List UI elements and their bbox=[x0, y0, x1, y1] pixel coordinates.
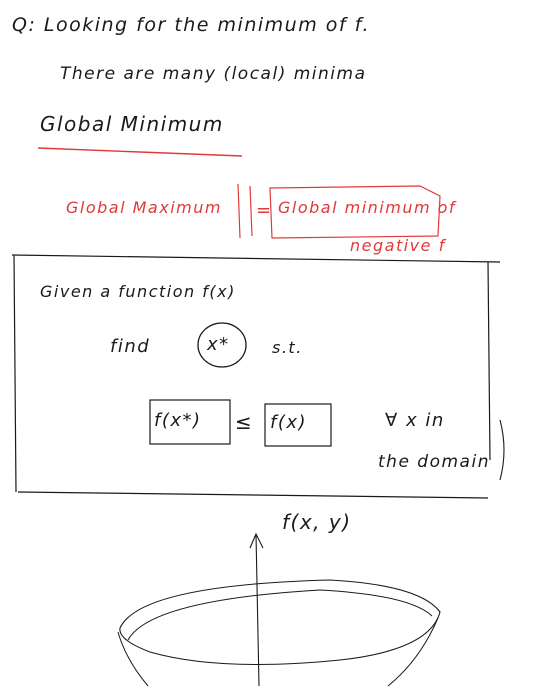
x-star-label: x* bbox=[207, 334, 230, 355]
negative-f-label: negative f bbox=[350, 236, 446, 255]
fxy-axis-label: f(x, y) bbox=[282, 510, 352, 534]
question-line: Q: Looking for the minimum of f. bbox=[12, 14, 370, 36]
such-that-label: s.t. bbox=[272, 338, 303, 357]
x-star-circle bbox=[197, 322, 247, 368]
global-maximum-label: Global Maximum bbox=[66, 198, 222, 217]
fx-star-box bbox=[149, 399, 231, 445]
leq-sign: ≤ bbox=[235, 410, 254, 434]
equals-sign: = bbox=[256, 200, 273, 221]
global-minimum-heading: Global Minimum bbox=[40, 112, 224, 136]
fx-box bbox=[264, 403, 332, 447]
bowl-side bbox=[117, 617, 439, 687]
global-max-bracket bbox=[237, 183, 253, 239]
bowl-inner bbox=[127, 589, 433, 641]
fx-label: f(x) bbox=[270, 412, 308, 433]
heading-underline bbox=[37, 147, 243, 157]
local-minima-line: There are many (local) minima bbox=[60, 64, 367, 84]
global-min-box bbox=[269, 185, 441, 239]
domain-line: the domain bbox=[378, 452, 490, 472]
definition-frame bbox=[11, 254, 501, 499]
find-label: find bbox=[110, 336, 151, 357]
bowl-surface bbox=[119, 579, 441, 666]
forall-line: ∀ x in bbox=[385, 410, 445, 431]
global-min-of-label: Global minimum of bbox=[278, 198, 457, 217]
domain-bracket bbox=[499, 419, 505, 481]
fx-star-label: f(x*) bbox=[154, 410, 202, 431]
axis-line bbox=[249, 532, 264, 687]
given-function-line: Given a function f(x) bbox=[40, 282, 236, 301]
